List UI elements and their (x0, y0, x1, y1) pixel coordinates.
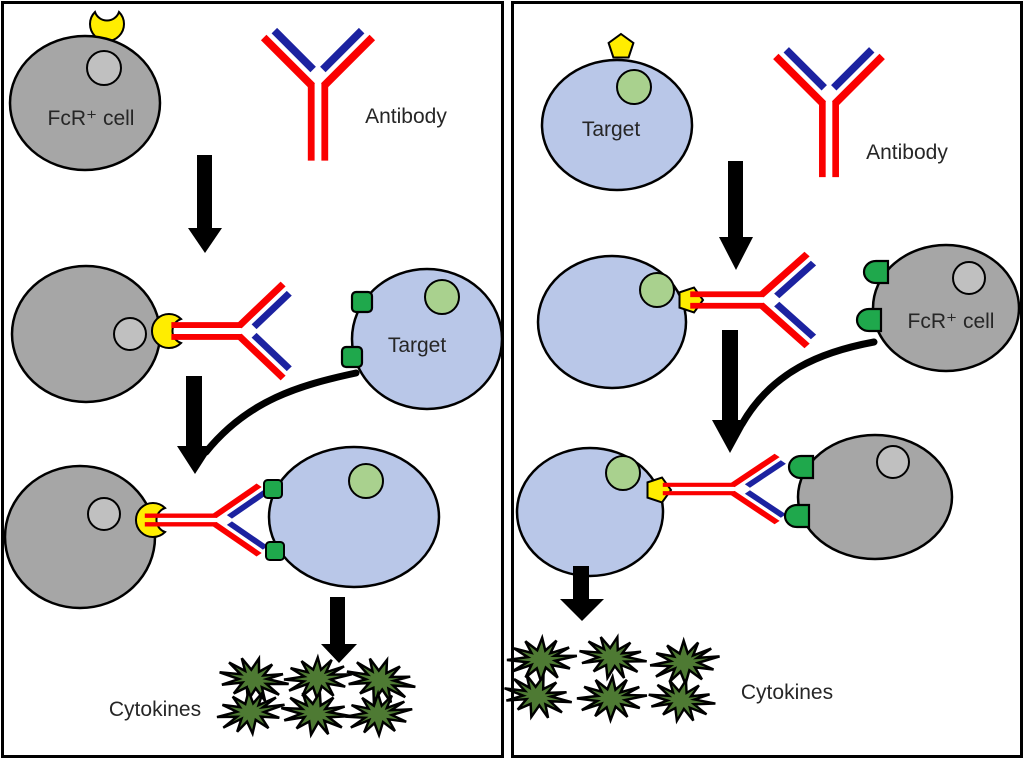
fcr-cell (3, 464, 157, 610)
target-cell (515, 446, 665, 578)
down-arrow-icon (188, 155, 222, 253)
target-cell (350, 267, 504, 411)
fcr-cell-label: FcR⁺ cell (48, 107, 135, 130)
target-cell-nucleus (639, 272, 675, 308)
target-cell-nucleus (616, 69, 652, 105)
target-cell (267, 445, 441, 589)
fc-receptor-icon (855, 307, 883, 333)
antibody-label: Antibody (866, 141, 948, 164)
down-arrow-icon (321, 597, 357, 663)
fcr-cell-nucleus (876, 445, 910, 479)
target-cell-nucleus (605, 455, 641, 491)
fcr-cell (796, 433, 954, 561)
fc-receptor-icon (862, 259, 890, 285)
fcr-cell (871, 243, 1021, 373)
target-cell (540, 58, 694, 192)
down-arrow-icon (560, 566, 604, 621)
fcr-cell-nucleus (952, 261, 986, 295)
cytokines-label: Cytokines (741, 681, 833, 704)
antigen-icon (350, 290, 374, 314)
curved-arrow (202, 369, 360, 456)
fc-receptor-icon (787, 454, 815, 480)
right-panel: Target Antibody FcR⁺ cell (499, 1, 1023, 758)
fcr-cell-label: FcR⁺ cell (908, 310, 995, 333)
target-cell-nucleus (348, 463, 384, 499)
fc-receptor-icon (783, 503, 811, 529)
curved-arrow (738, 338, 878, 428)
cytokines-label: Cytokines (109, 698, 201, 721)
left-panel: FcR⁺ cell Antibody Target (1, 1, 504, 758)
antigen-icon (265, 541, 285, 561)
fcr-cell (8, 34, 162, 172)
down-arrow-icon (712, 330, 748, 453)
antigen-icon (263, 479, 283, 499)
down-arrow-icon (177, 376, 213, 474)
target-label: Target (388, 334, 447, 357)
fcr-cell-nucleus (113, 317, 147, 351)
fcr-cell-nucleus (86, 50, 122, 86)
target-label: Target (582, 118, 641, 141)
antigen-icon (340, 345, 364, 369)
target-cell-nucleus (424, 279, 460, 315)
down-arrow-icon (719, 161, 753, 270)
antibody-label: Antibody (365, 105, 447, 128)
fcr-cell-nucleus (87, 497, 121, 531)
